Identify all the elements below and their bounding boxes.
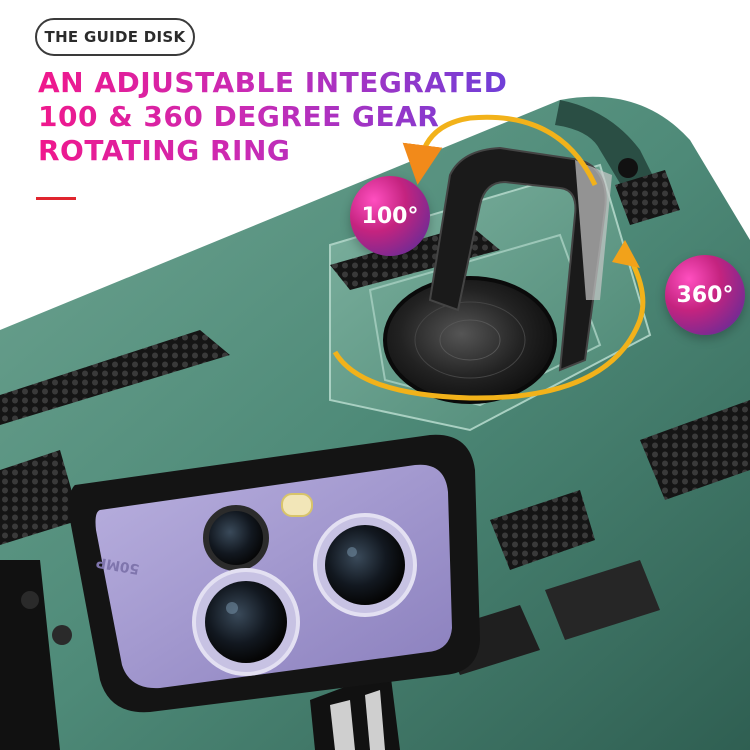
badge-360-text: 360° xyxy=(676,282,734,308)
side-bumper xyxy=(0,560,60,750)
ring-loop xyxy=(428,146,607,372)
small-lens xyxy=(203,505,269,571)
headline-line-1: AN ADJUSTABLE INTEGRATED xyxy=(38,66,508,99)
ring-disc xyxy=(383,276,557,404)
corner-hole xyxy=(618,158,638,178)
side-buttons xyxy=(545,560,660,640)
badge-360-degree: 360° xyxy=(665,255,745,335)
headline: AN ADJUSTABLE INTEGRATED 100 & 360 DEGRE… xyxy=(38,66,507,168)
accent-divider xyxy=(36,197,76,200)
badge-100-degree: 100° xyxy=(350,176,430,256)
headline-line-3: ROTATING RING xyxy=(38,134,507,168)
section-label-text: THE GUIDE DISK xyxy=(44,28,186,46)
arrow-360 xyxy=(332,248,646,401)
grip-left xyxy=(0,330,230,425)
flash xyxy=(281,493,313,517)
grip-top-right xyxy=(615,170,680,225)
arrow-100 xyxy=(402,114,598,187)
grip-left-lower xyxy=(0,450,80,545)
badge-100-text: 100° xyxy=(361,203,419,229)
headline-line-2: 100 & 360 DEGREE GEAR xyxy=(38,100,507,134)
section-label: THE GUIDE DISK xyxy=(35,18,195,56)
lens-text: 50MP xyxy=(95,553,141,576)
grip-right xyxy=(640,400,750,500)
grip-bottom-right xyxy=(490,490,595,570)
